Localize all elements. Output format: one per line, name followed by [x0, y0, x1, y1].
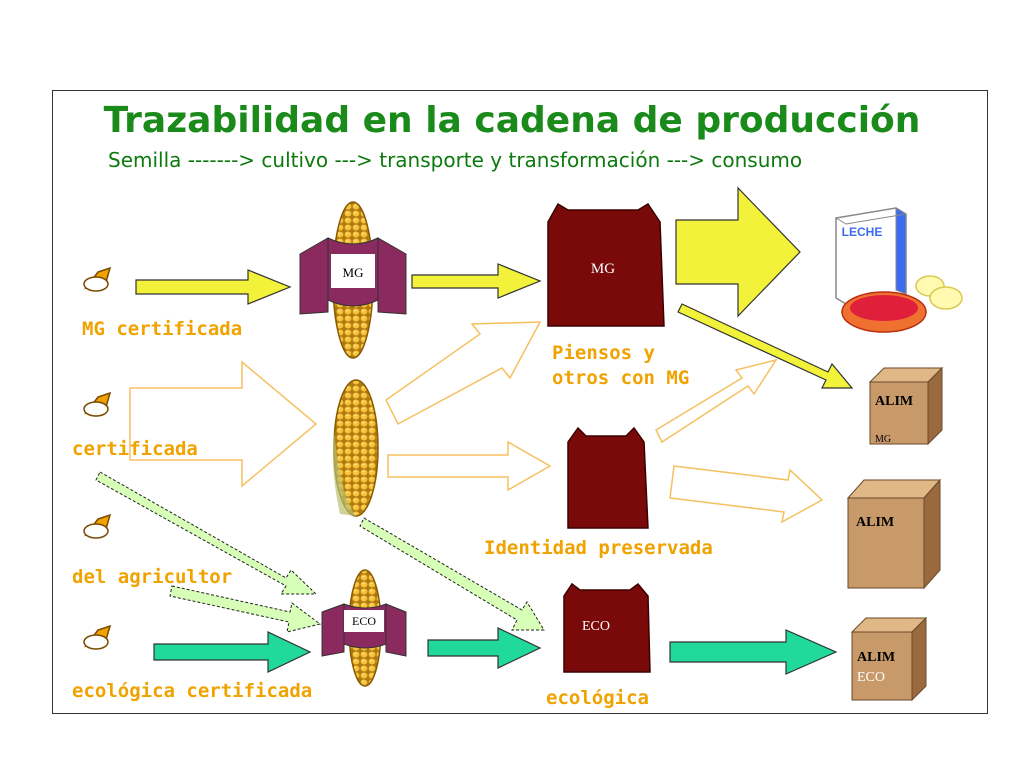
- label-certified: certificada: [72, 438, 198, 460]
- tomato-plate: [841, 291, 927, 333]
- arrow-seed-eco-to-crop: [153, 631, 312, 673]
- corn-eco: [321, 569, 407, 687]
- corn-certified: [332, 379, 379, 517]
- arrow-crop-mg-to-bag: [411, 263, 542, 299]
- food-box-ip-label: ALIM: [856, 515, 894, 530]
- food-box-mg: [868, 366, 944, 446]
- seed-bag-icon: [83, 624, 112, 650]
- diagram-frame: [52, 90, 988, 714]
- arrow-dashed-crop-to-eco-bag: [359, 517, 545, 631]
- arrow-ip-bag-to-food-ip: [669, 465, 824, 524]
- milk-label: LECHE: [842, 225, 883, 239]
- arrow-bag-eco-to-food: [669, 629, 838, 675]
- food-box-eco-sub: ECO: [857, 670, 885, 685]
- label-identity-preserved: Identidad preservada: [484, 537, 713, 559]
- arrow-seed-mg-to-crop: [135, 269, 292, 305]
- corn-tag-eco: ECO: [352, 614, 376, 628]
- bag-label-mg: MG: [591, 261, 615, 277]
- bag-eco: [563, 582, 651, 673]
- seed-bag-icon: [83, 391, 112, 417]
- label-mg-certified: MG certificada: [82, 318, 243, 340]
- page-title: Trazabilidad en la cadena de producción: [103, 100, 921, 141]
- label-feed-line1: Piensos y: [552, 342, 655, 364]
- food-box-ip: [846, 478, 942, 590]
- label-feed-line2: otros con MG: [552, 367, 690, 389]
- arrow-crop-eco-to-bag: [427, 627, 542, 669]
- arrow-bag-mg-to-food: [677, 303, 854, 389]
- food-box-eco: [850, 616, 928, 702]
- milk-carton: [835, 207, 907, 305]
- bag-mg: [547, 202, 665, 327]
- corn-mg: [299, 201, 407, 359]
- corn-tag-mg: MG: [343, 265, 364, 280]
- arrow-dashed-farmer-to-eco: [169, 585, 322, 633]
- seed-bag-icon: [83, 513, 112, 539]
- cheese-eggs: [915, 275, 963, 310]
- arrow-crop-cert-to-ip-bag: [387, 440, 552, 492]
- label-eco: ecológica: [546, 687, 649, 709]
- seed-bag-icon: [83, 266, 112, 292]
- bag-identity-preserved: [567, 426, 649, 529]
- arrow-dashed-cert-to-eco: [95, 471, 318, 595]
- label-eco-certified: ecológica certificada: [72, 680, 313, 702]
- arrow-ip-bag-to-food-mg: [655, 358, 778, 444]
- food-box-mg-main: ALIM: [875, 394, 913, 409]
- page-subtitle: Semilla -------> cultivo ---> transporte…: [108, 148, 803, 172]
- arrow-crop-cert-to-feed: [385, 321, 542, 426]
- arrow-bag-mg-to-milk: [675, 186, 801, 318]
- label-farmer: del agricultor: [72, 566, 233, 588]
- food-box-eco-main: ALIM: [857, 650, 895, 665]
- food-box-mg-sub: MG: [875, 434, 891, 445]
- bag-label-eco: ECO: [582, 619, 610, 634]
- arrow-seed-cert-to-crop: [129, 360, 318, 488]
